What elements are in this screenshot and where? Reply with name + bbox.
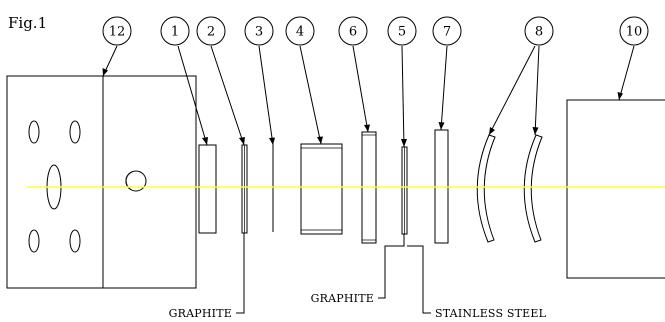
material-note-leaders — [236, 233, 431, 314]
callout-number: 6 — [349, 25, 357, 40]
callout-number: 2 — [207, 25, 215, 40]
callout-bubble-4: 4 — [285, 16, 315, 46]
callout-bubble-5: 5 — [387, 16, 417, 46]
housing-slot-hole — [69, 120, 81, 144]
callout-bubble-2: 2 — [196, 16, 226, 46]
callout-number: 10 — [626, 25, 643, 40]
part-1-disk — [198, 144, 217, 234]
callout-bubble-1: 1 — [160, 16, 190, 46]
callout-number: 12 — [109, 25, 126, 40]
housing-slot-hole — [69, 229, 81, 253]
note-graphite-left: GRAPHITE — [169, 307, 232, 320]
part-8-curved-lens-b — [523, 134, 543, 243]
part-4-ring — [300, 143, 343, 235]
part-10-block — [566, 99, 665, 279]
callout-bubble-6: 6 — [338, 16, 368, 46]
part-8-curved-lens-a — [476, 134, 496, 243]
callout-bubble-3: 3 — [244, 16, 274, 46]
callout-leaders — [102, 45, 635, 148]
callout-number: 4 — [296, 25, 304, 40]
callout-bubble-10: 10 — [619, 16, 649, 46]
callout-number: 7 — [443, 25, 451, 40]
callout-bubble-8: 8 — [524, 16, 554, 46]
callout-bubble-12: 12 — [102, 16, 132, 46]
callout-number: 3 — [255, 25, 263, 40]
figure-label: Fig.1 — [8, 14, 47, 32]
callout-number: 5 — [398, 25, 406, 40]
housing-slot-hole — [28, 229, 40, 253]
housing-port-inner-arc — [125, 171, 133, 191]
part-2-graphite-plate — [241, 144, 248, 234]
housing-slot-hole — [28, 120, 40, 144]
note-stainless-steel: STAINLESS STEEL — [435, 307, 547, 320]
callout-number: 1 — [171, 25, 179, 40]
callout-number: 8 — [535, 25, 543, 40]
callout-bubble-7: 7 — [432, 16, 462, 46]
note-graphite-middle: GRAPHITE — [311, 292, 374, 305]
part-12-housing — [6, 75, 197, 289]
part-5-composite-plate — [401, 146, 408, 235]
